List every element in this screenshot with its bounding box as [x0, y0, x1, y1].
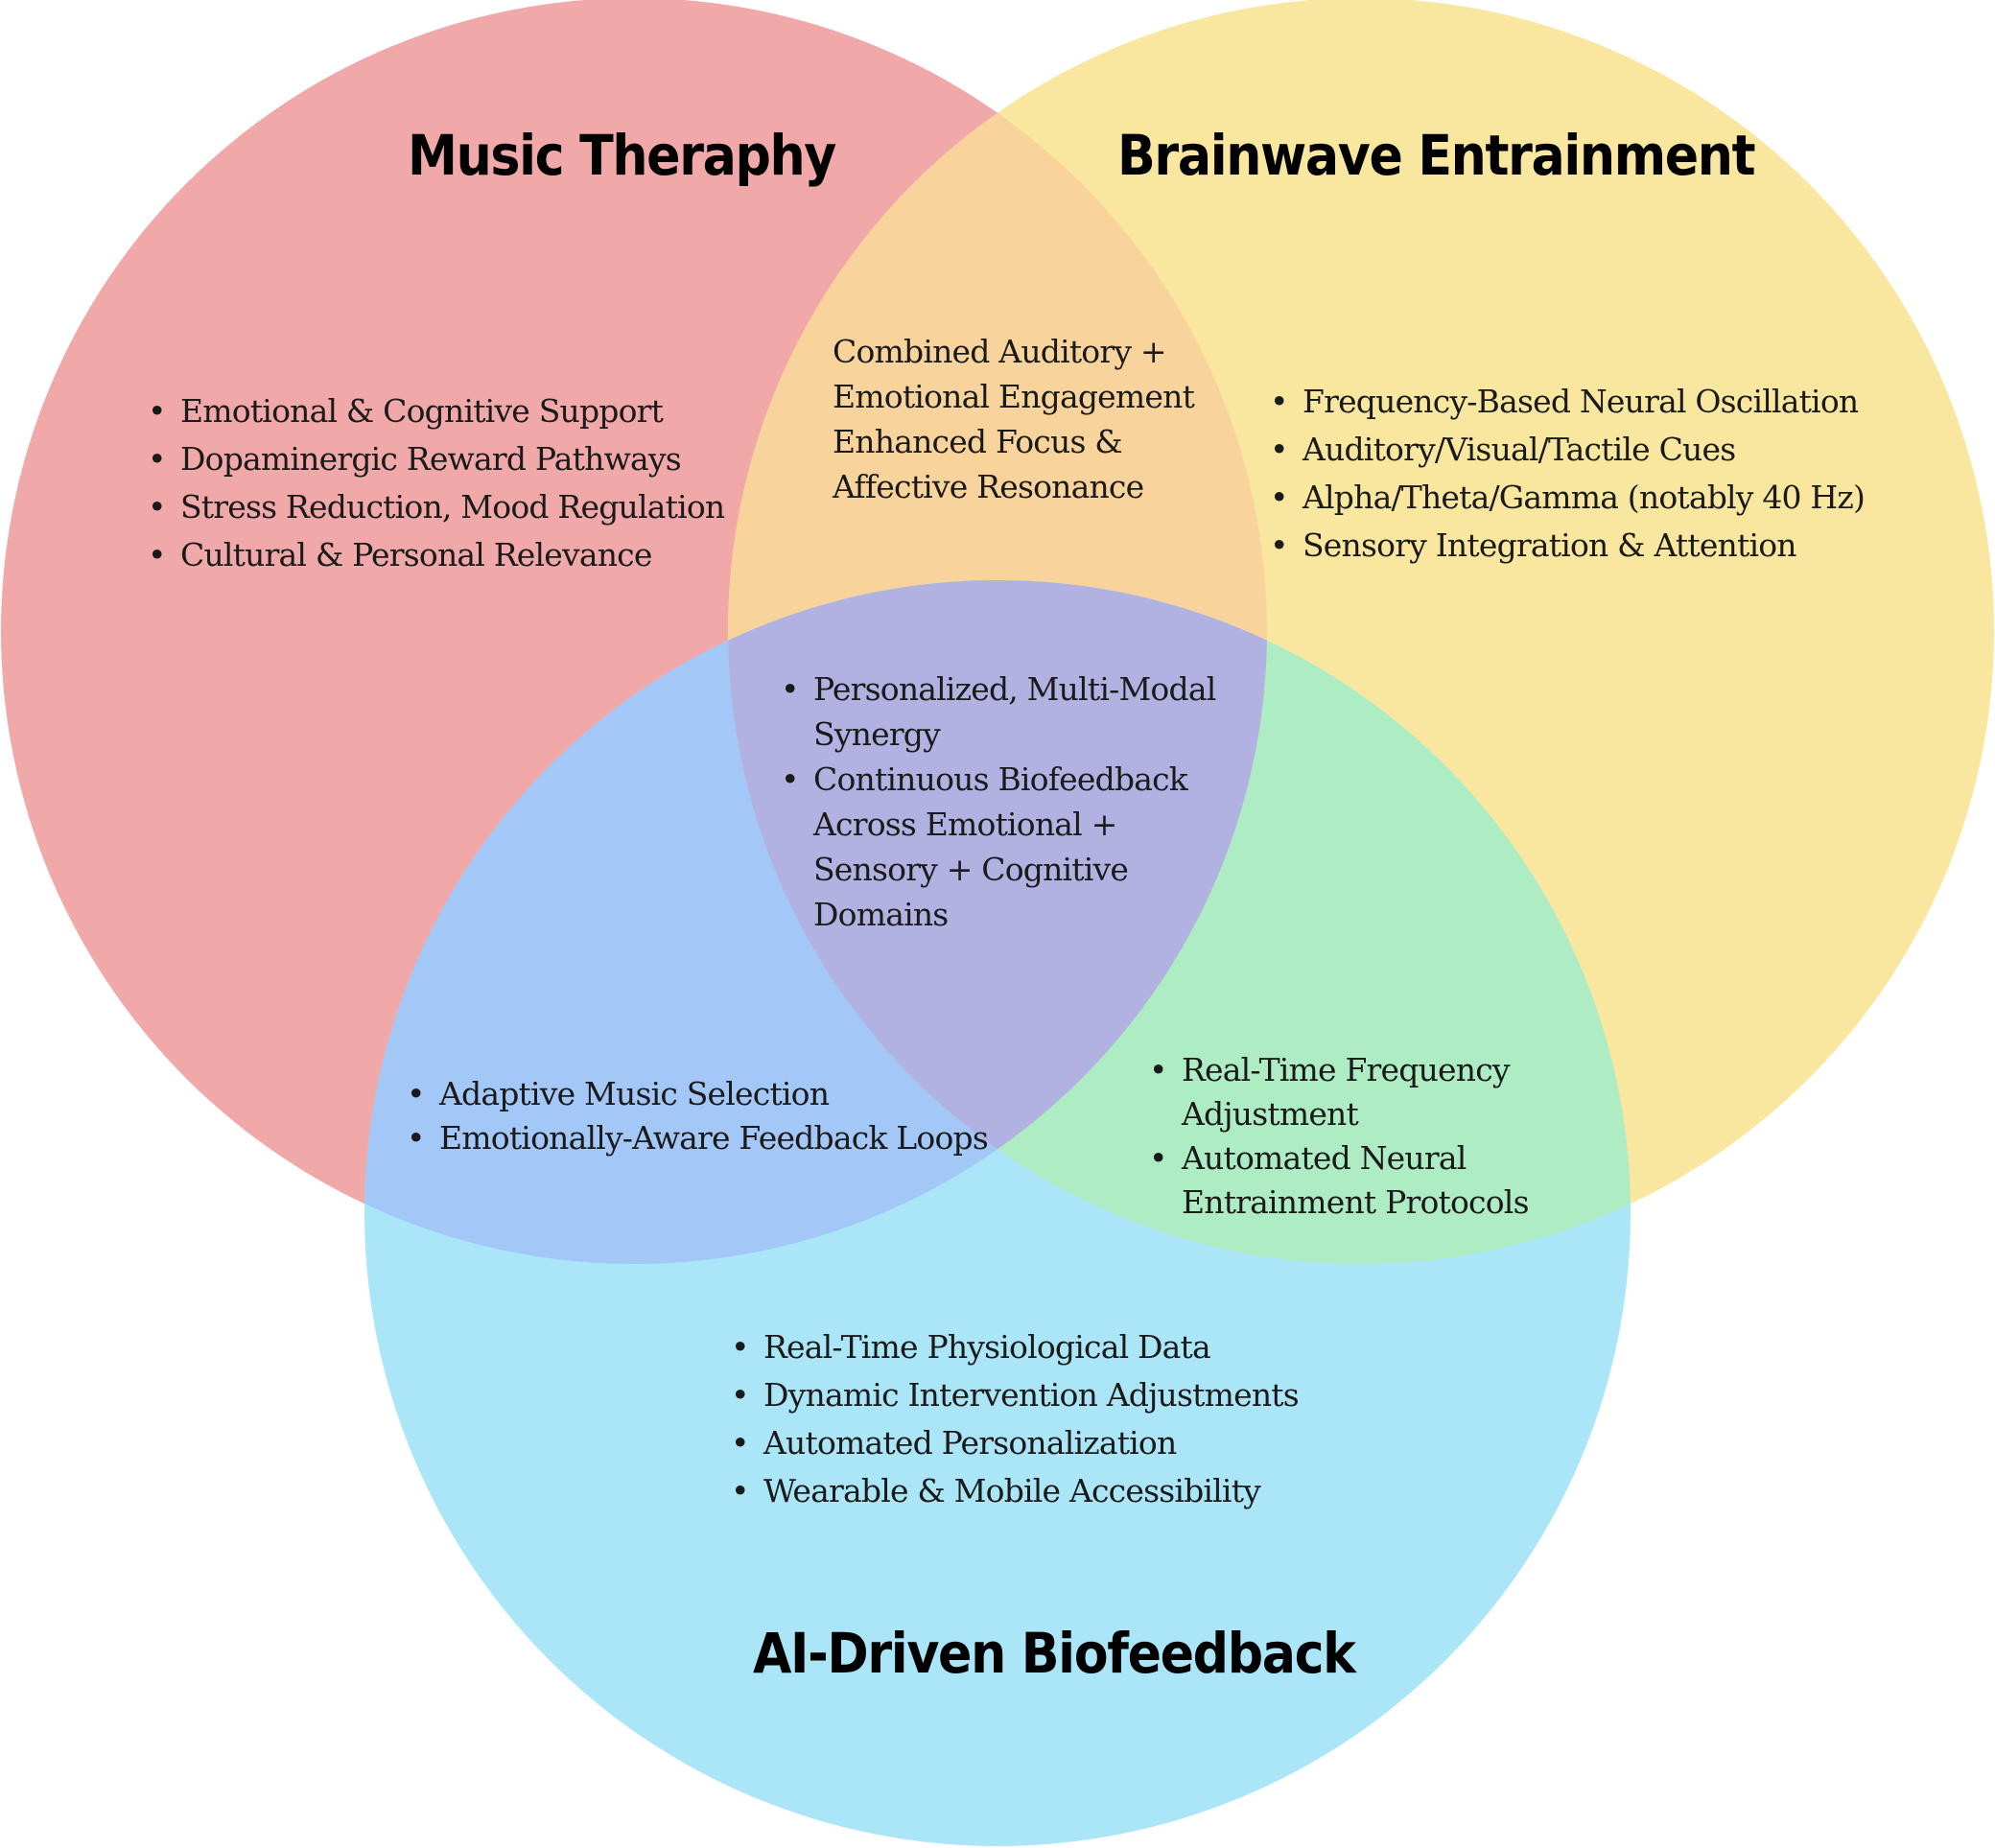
list-item: Frequency-Based Neural Oscillation — [1266, 378, 1865, 426]
list-item: Automated Neural Entrainment Protocols — [1145, 1136, 1548, 1225]
brainwave-ai-list: Real-Time Frequency Adjustment Automated… — [1145, 1048, 1548, 1225]
list-item: Stress Reduction, Mood Regulation — [144, 483, 725, 531]
list-item: Emotional & Cognitive Support — [144, 387, 724, 435]
text-line: Combined Auditory + — [833, 333, 1167, 370]
list-item: Wearable & Mobile Accessibility — [727, 1467, 1299, 1515]
list-item: Personalized, Multi-Modal Synergy — [777, 667, 1228, 757]
list-item: Dopaminergic Reward Pathways — [144, 435, 724, 483]
music-only-list: Emotional & Cognitive Support Dopaminerg… — [144, 387, 725, 579]
text-line: Affective Resonance — [833, 468, 1144, 505]
list-item: Real-Time Frequency Adjustment — [1145, 1048, 1548, 1136]
list-item: Auditory/Visual/Tactile Cues — [1266, 426, 1865, 474]
text-line: Emotional Engagement — [833, 378, 1195, 415]
list-item: Cultural & Personal Relevance — [144, 531, 724, 579]
list-item: Adaptive Music Selection — [403, 1072, 988, 1116]
list-item: Real-Time Physiological Data — [727, 1323, 1299, 1371]
list-item: Continuous Biofeedback Across Emotional … — [777, 757, 1228, 937]
list-item: Dynamic Intervention Adjustments — [727, 1371, 1300, 1419]
ai-biofeedback-title: AI-Driven Biofeedback — [753, 1621, 1356, 1686]
ai-only-list: Real-Time Physiological Data Dynamic Int… — [727, 1323, 1300, 1515]
music-therapy-title: Music Theraphy — [408, 123, 836, 188]
list-item: Emotionally-Aware Feedback Loops — [403, 1116, 989, 1160]
list-item: Alpha/Theta/Gamma (notably 40 Hz) — [1266, 474, 1866, 522]
center-list: Personalized, Multi-Modal Synergy Contin… — [777, 667, 1228, 937]
music-brainwave-text: Combined Auditory + Emotional Engagement… — [833, 329, 1195, 509]
brainwave-only-list: Frequency-Based Neural Oscillation Audit… — [1266, 378, 1866, 570]
list-item: Sensory Integration & Attention — [1266, 522, 1865, 570]
text-line: Enhanced Focus & — [833, 423, 1123, 460]
list-item: Automated Personalization — [727, 1419, 1299, 1467]
music-ai-list: Adaptive Music Selection Emotionally-Awa… — [403, 1072, 989, 1160]
brainwave-entrainment-title: Brainwave Entrainment — [1117, 123, 1756, 188]
